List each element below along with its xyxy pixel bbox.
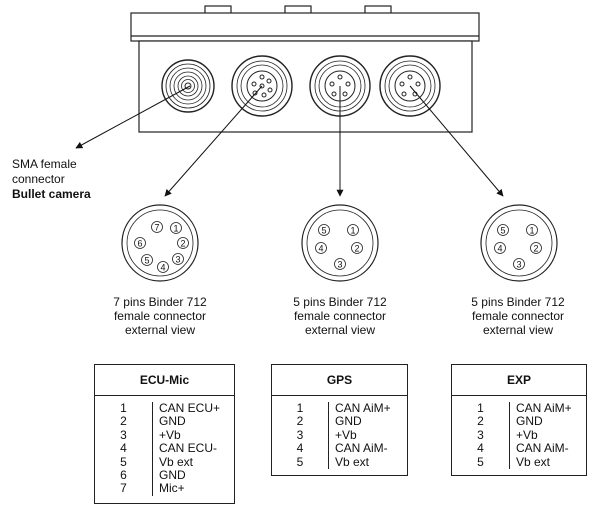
pin-number: 1 [477, 401, 484, 415]
table-title: EXP [452, 365, 586, 396]
ecu-pin-label: 5 [144, 256, 149, 266]
pin-number: 5 [120, 454, 127, 469]
caption-line: female connector [113, 309, 207, 323]
pin-signal: GND [159, 414, 186, 429]
pin-number: 4 [120, 441, 127, 456]
housing-connector-exp [379, 55, 441, 117]
pin-number: 2 [477, 414, 484, 429]
gps-pin-label: 3 [337, 260, 342, 270]
sma-label-line2: connector [12, 172, 65, 186]
caption-line: external view [482, 323, 554, 337]
table-title: GPS [272, 365, 407, 396]
exp-pin-label: 2 [533, 244, 538, 254]
gps-pin-label: 1 [350, 226, 355, 236]
pinout-gps: 1 2 3 4 5 [301, 204, 379, 282]
pin-signal: CAN ECU- [159, 441, 218, 456]
pin-signal: CAN AiM+ [516, 401, 572, 415]
connector-caption-exp: 5 pins Binder 712 female connector exter… [458, 295, 578, 337]
pin-signal: +Vb [159, 427, 181, 442]
pin-signal-column: CAN AiM+ GND +Vb CAN AiM- Vb ext [328, 401, 391, 470]
pin-signal: CAN ECU+ [159, 401, 221, 415]
caption-line: external view [124, 323, 196, 337]
pin-number-column: 1 2 3 4 5 [452, 401, 509, 469]
pinout-ecu: 1 2 3 4 5 6 7 [121, 204, 199, 282]
exp-pin-label: 3 [516, 260, 521, 270]
exp-pin-label: 4 [497, 244, 502, 254]
pin-signal: Vb ext [335, 454, 370, 469]
pin-number: 1 [120, 401, 127, 415]
pin-number: 4 [477, 441, 484, 456]
pin-signal: Vb ext [516, 454, 551, 469]
pin-signal: GND [335, 414, 362, 429]
pin-signal: GND [516, 414, 543, 429]
ecu-pin-label: 7 [154, 223, 159, 233]
caption-line: 5 pins Binder 712 [293, 295, 387, 309]
exp-pin-label: 5 [500, 226, 505, 236]
gps-pin-label: 2 [354, 244, 359, 254]
gps-pin-label: 5 [321, 226, 326, 236]
caption-line: 5 pins Binder 712 [471, 295, 565, 309]
pin-signal: Mic+ [159, 481, 185, 496]
caption-line: female connector [293, 309, 387, 323]
gps-pin-label: 4 [318, 244, 323, 254]
connector-caption-ecu: 7 pins Binder 712 female connector exter… [100, 295, 220, 337]
ecu-pin-label: 3 [175, 255, 180, 265]
connector-caption-gps: 5 pins Binder 712 female connector exter… [280, 295, 400, 337]
pin-signal: CAN AiM- [516, 441, 569, 456]
ecu-pin-label: 6 [137, 239, 142, 249]
ecu-pin-label: 1 [173, 224, 178, 234]
pin-number: 3 [120, 427, 127, 442]
pin-number-column: 1 2 3 4 5 [272, 401, 328, 469]
caption-line: female connector [471, 309, 565, 323]
sma-label-camera: Bullet camera [12, 187, 91, 201]
pin-number: 1 [296, 401, 304, 415]
pin-signal: GND [159, 468, 186, 483]
pin-signal-column: CAN AiM+ GND +Vb CAN AiM- Vb ext [509, 401, 572, 470]
pin-number: 6 [120, 468, 127, 483]
pin-number: 3 [296, 427, 304, 442]
arrow-exp [409, 85, 504, 197]
pin-signal-column: CAN ECU+ GND +Vb CAN ECU- Vb ext GND Mic… [152, 401, 221, 496]
arrow-sma [75, 85, 191, 149]
caption-line: 7 pins Binder 712 [113, 295, 207, 309]
pin-number: 5 [477, 454, 484, 469]
pin-number: 2 [120, 414, 127, 429]
pin-signal: +Vb [335, 427, 357, 442]
pin-table-exp: EXP 1 2 3 4 5 CAN AiM+ GND +Vb CAN AiM- … [451, 364, 587, 476]
pointer-arrows [75, 85, 504, 197]
caption-line: external view [304, 323, 376, 337]
pin-signal: Vb ext [159, 454, 194, 469]
pin-signal: CAN AiM+ [335, 401, 391, 415]
pinout-exp: 1 2 3 4 5 [480, 204, 558, 282]
pin-number: 5 [296, 454, 304, 469]
table-title: ECU-Mic [95, 365, 234, 396]
pin-table-gps: GPS 1 2 3 4 5 CAN AiM+ GND +Vb CAN AiM- … [271, 364, 408, 476]
pin-number: 2 [296, 414, 304, 429]
housing-connector-ecu [231, 55, 293, 117]
pin-signal: +Vb [516, 427, 538, 442]
ecu-pin-label: 4 [160, 263, 165, 273]
sma-connector [161, 59, 215, 113]
exp-pin-label: 1 [529, 226, 534, 236]
pin-table-ecu-mic: ECU-Mic 1 2 3 4 5 6 7 CAN ECU+ GND +Vb C… [94, 364, 235, 504]
sma-label-line1: SMA female [12, 157, 77, 171]
arrow-ecu [164, 85, 263, 197]
ecu-pin-label: 2 [180, 239, 185, 249]
pin-number-column: 1 2 3 4 5 6 7 [95, 401, 152, 496]
pin-number: 7 [120, 481, 127, 496]
pin-number: 4 [296, 441, 304, 456]
sma-label: SMA female connector Bullet camera [12, 157, 91, 202]
pin-signal: CAN AiM- [335, 441, 388, 456]
pin-number: 3 [477, 427, 484, 442]
